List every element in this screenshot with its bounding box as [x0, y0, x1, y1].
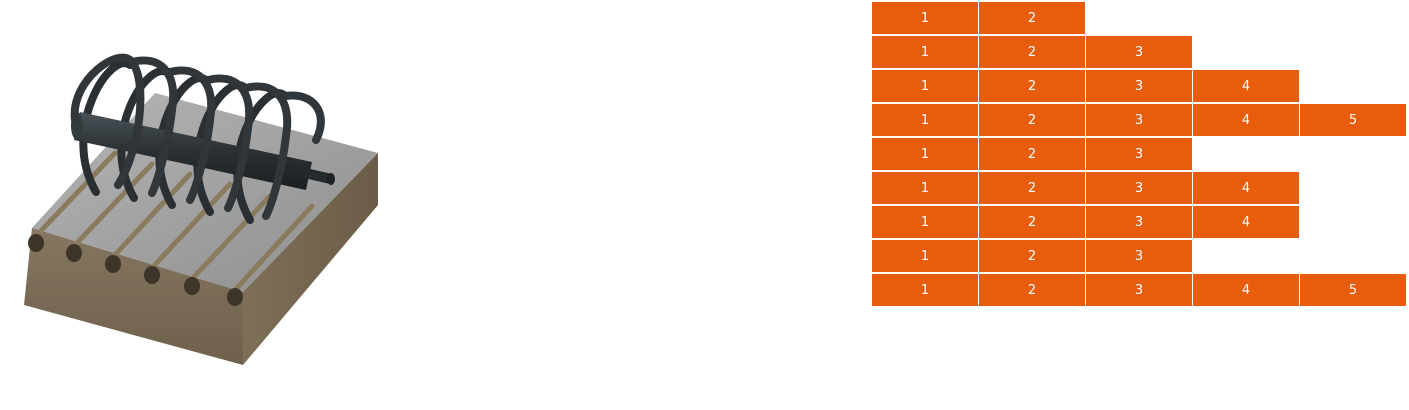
grid-cell: 5 [1300, 274, 1406, 306]
grid-cell: 4 [1193, 104, 1299, 136]
groove-ends [28, 234, 243, 306]
grid-cell: 3 [1086, 138, 1192, 170]
grid-cell: 1 [872, 172, 978, 204]
grid-cell: 1 [872, 206, 978, 238]
grid-cell: 2 [979, 172, 1085, 204]
grid-cell: 4 [1193, 70, 1299, 102]
grid-cell: 2 [979, 70, 1085, 102]
grid-cell: 1 [872, 274, 978, 306]
spring-front-coils [70, 53, 325, 220]
grid-cell: 4 [1193, 172, 1299, 204]
grid-cell: 3 [1086, 274, 1192, 306]
grid-cell: 2 [979, 104, 1085, 136]
grid-cell: 3 [1086, 172, 1192, 204]
grid-cell: 2 [979, 206, 1085, 238]
grid-cell: 1 [872, 104, 978, 136]
grooves [33, 150, 315, 293]
block-side-face [243, 153, 378, 365]
grid-cell: 5 [1300, 104, 1406, 136]
grid-cell: 1 [872, 2, 978, 34]
grid-cell: 1 [872, 70, 978, 102]
grid-cell: 4 [1193, 206, 1299, 238]
grid-cell: 3 [1086, 104, 1192, 136]
grid-cell: 2 [979, 138, 1085, 170]
grid-cell: 2 [979, 240, 1085, 272]
grid-cell: 2 [979, 2, 1085, 34]
block-front-face [24, 228, 243, 365]
grid-cell: 3 [1086, 206, 1192, 238]
grid-cell: 3 [1086, 240, 1192, 272]
grid-cell: 1 [872, 138, 978, 170]
grid-cell: 2 [979, 36, 1085, 68]
grid-cell: 3 [1086, 36, 1192, 68]
grid-cell: 1 [872, 36, 978, 68]
grid-cell: 2 [979, 274, 1085, 306]
grid-cell: 1 [872, 240, 978, 272]
spring-block-illustration [24, 53, 378, 365]
grid-cell: 3 [1086, 70, 1192, 102]
grid-cell: 4 [1193, 274, 1299, 306]
